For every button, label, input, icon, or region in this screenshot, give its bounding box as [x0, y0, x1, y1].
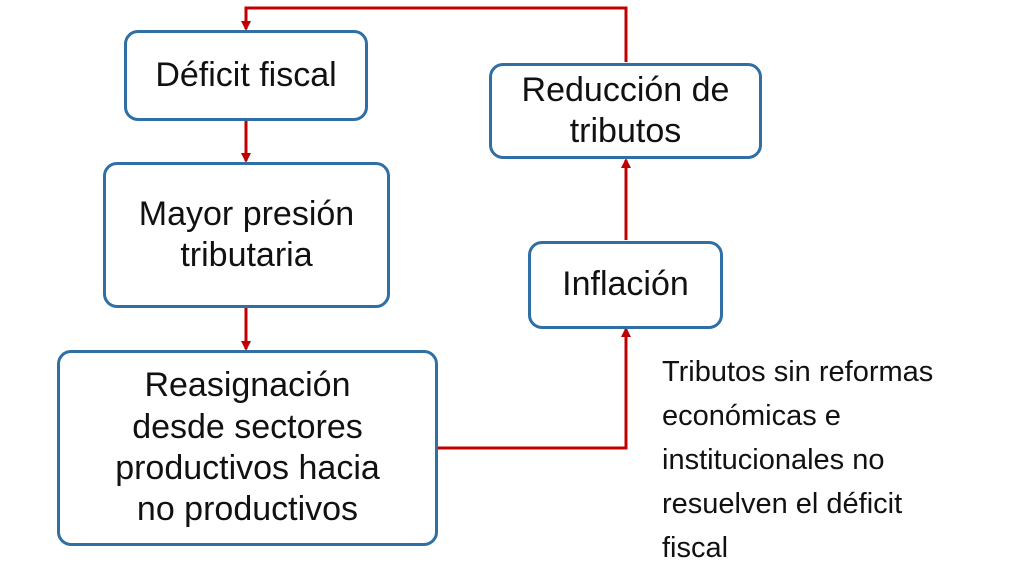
arrow-reduccion-to-deficit: [241, 6, 628, 62]
node-reasignacion-label: Reasignación desde sectores productivos …: [115, 366, 380, 529]
node-reduccion-tributos-label: Reducción de tributos: [521, 70, 730, 150]
node-inflacion: Inflación: [528, 241, 723, 329]
node-reasignacion: Reasignación desde sectores productivos …: [57, 350, 438, 546]
node-mayor-presion-label: Mayor presión tributaria: [138, 194, 355, 274]
side-note: Tributos sin reformas económicas e insti…: [662, 356, 934, 565]
node-deficit-fiscal: Déficit fiscal: [124, 30, 368, 121]
node-inflacion-label: Inflación: [562, 265, 689, 304]
node-deficit-fiscal-label: Déficit fiscal: [155, 55, 337, 94]
node-mayor-presion: Mayor presión tributaria: [103, 162, 390, 308]
arrow-reasignacion-to-inflacion: [438, 327, 631, 450]
node-reduccion-tributos: Reducción de tributos: [489, 63, 762, 159]
